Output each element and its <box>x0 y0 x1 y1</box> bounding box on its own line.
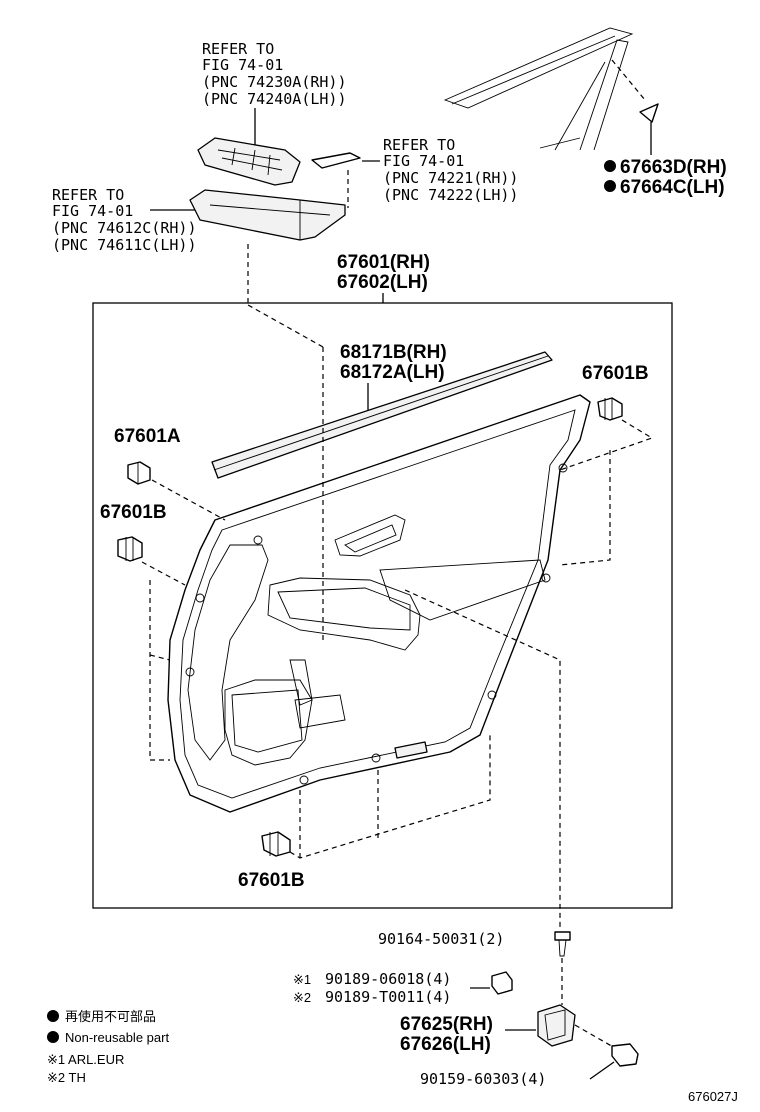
leader-clip-b-top <box>559 419 654 471</box>
weatherstrip-part <box>211 351 553 479</box>
part-number-clip-b-top: 67601B <box>582 363 649 384</box>
leader-clip-b-left-3 <box>149 654 171 661</box>
non-reusable-bullet-icon <box>604 180 616 192</box>
upper-bezel-part <box>197 137 301 186</box>
nut-part <box>491 971 513 995</box>
part-number-nut-1: 90189-06018(4) <box>325 970 451 988</box>
part-number-clip-b-left: 67601B <box>100 502 167 523</box>
bracket-part <box>537 1004 576 1047</box>
clip-b-left-part <box>117 536 143 562</box>
legend-note-2: ※2 TH <box>47 1070 86 1085</box>
armrest-part <box>189 189 346 241</box>
clip-b-top-part <box>597 397 623 421</box>
nut-mark-2: ※2 <box>293 990 311 1005</box>
small-cover-part <box>311 152 361 169</box>
ref-armrest-line2: FIG 74-01 <box>52 202 133 220</box>
leader-corner-clip <box>611 59 646 101</box>
part-number-trim-board-lh: 67602(LH) <box>337 272 428 293</box>
ref-small-cover-line1: REFER TO <box>383 136 455 154</box>
trim-board-assembly-frame <box>92 302 673 909</box>
leader-clip-b-left <box>141 561 186 586</box>
ref-upper-bezel-line4: (PNC 74240A(LH)) <box>202 90 347 108</box>
clip-b-bottom-part <box>261 831 291 857</box>
part-number-bracket-rh: 67625(RH) <box>400 1014 493 1035</box>
legend-bullet-icon <box>47 1010 59 1022</box>
figure-id: 676027J <box>688 1089 738 1104</box>
ref-armrest-line3: (PNC 74612C(RH)) <box>52 219 197 237</box>
legend-non-reusable-jp: 再使用不可部品 <box>65 1009 156 1024</box>
leader-clip-b-bottom <box>289 735 491 859</box>
part-number-corner-clip-lh: 67664C(LH) <box>620 177 725 198</box>
legend-non-reusable-en: Non-reusable part <box>65 1030 169 1045</box>
part-number-corner-clip-rh: 67663D(RH) <box>620 157 727 178</box>
leader-bracket-to-bolt <box>574 1024 616 1049</box>
bolt-part <box>611 1043 639 1067</box>
leader-screw <box>404 589 561 930</box>
leader-clip-a <box>151 479 226 521</box>
part-number-bolt: 90159-60303(4) <box>420 1070 546 1088</box>
leader-clip-b-top-2 <box>559 450 611 566</box>
part-number-bracket-lh: 67626(LH) <box>400 1034 491 1055</box>
window-frame-illustration <box>443 27 634 151</box>
nut-mark-1: ※1 <box>293 972 311 987</box>
leader-armrest-to-panel <box>247 304 324 348</box>
part-number-weatherstrip-rh: 68171B(RH) <box>340 342 447 363</box>
ref-small-cover-line2: FIG 74-01 <box>383 152 464 170</box>
non-reusable-bullet-icon <box>604 160 616 172</box>
part-number-clip-a: 67601A <box>114 426 181 447</box>
screw-part <box>554 931 571 957</box>
leader-bolt <box>589 1061 615 1080</box>
legend-note-1: ※1 ARL.EUR <box>47 1052 124 1067</box>
ref-small-cover-line3: (PNC 74221(RH)) <box>383 169 518 187</box>
corner-clip-part <box>639 103 659 123</box>
ref-upper-bezel-line2: FIG 74-01 <box>202 56 283 74</box>
clip-a-part <box>127 461 151 485</box>
part-number-screw: 90164-50031(2) <box>378 930 504 948</box>
leader-clip-b-left-2 <box>149 580 170 761</box>
legend-bullet-icon <box>47 1031 59 1043</box>
part-number-nut-2: 90189-T0011(4) <box>325 988 451 1006</box>
part-number-clip-b-bottom: 67601B <box>238 870 305 891</box>
door-trim-panel <box>167 394 591 813</box>
ref-armrest-line4: (PNC 74611C(LH)) <box>52 236 197 254</box>
ref-upper-bezel-line1: REFER TO <box>202 40 274 58</box>
ref-armrest-line1: REFER TO <box>52 186 124 204</box>
ref-upper-bezel-line3: (PNC 74230A(RH)) <box>202 73 347 91</box>
part-number-trim-board-rh: 67601(RH) <box>337 252 430 273</box>
ref-small-cover-line4: (PNC 74222(LH)) <box>383 186 518 204</box>
part-number-weatherstrip-lh: 68172A(LH) <box>340 362 445 383</box>
